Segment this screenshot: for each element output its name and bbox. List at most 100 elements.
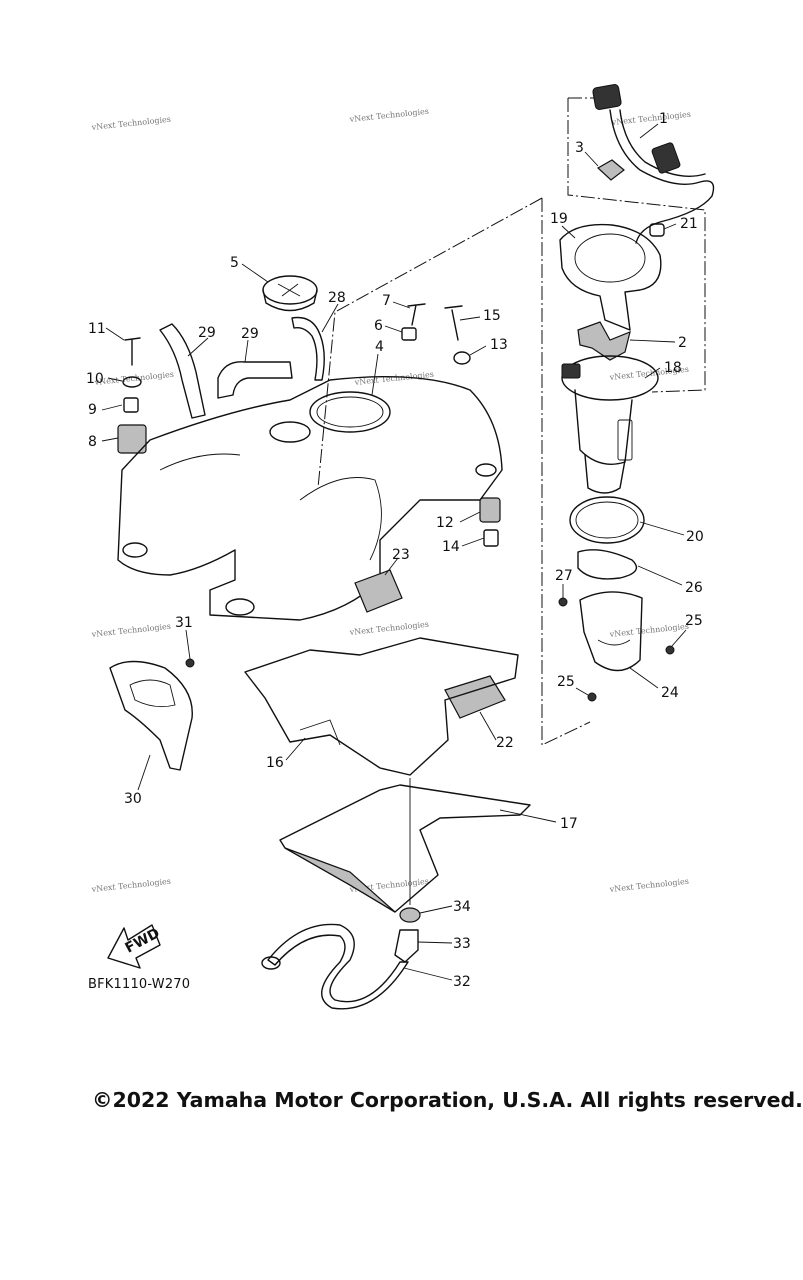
leader-22 — [479, 711, 497, 741]
leader-29a — [187, 337, 209, 357]
collar-9 — [123, 397, 139, 413]
fuel-tank-mount-right — [475, 463, 497, 477]
pump-lower — [584, 454, 626, 494]
leader-11 — [105, 327, 125, 341]
part-pump-bracket — [577, 321, 631, 361]
part-damper-23 — [354, 569, 403, 613]
leader-9 — [101, 404, 123, 411]
pump-frame-right — [541, 198, 591, 746]
part-fuel-pump — [561, 355, 659, 494]
fuel-tank-pump-opening — [309, 391, 391, 433]
leader-28 — [321, 303, 339, 333]
part-grommet-34 — [399, 907, 421, 923]
small-screws — [558, 597, 675, 702]
callout-29: 29 — [198, 325, 216, 341]
leader-31 — [185, 629, 191, 660]
bolt-15 — [444, 305, 463, 341]
leader-21 — [663, 223, 677, 230]
leader-23 — [384, 557, 399, 576]
leader-lines — [101, 123, 687, 981]
drain-hose-end — [261, 956, 281, 970]
fuel-tank-ridge-2 — [159, 453, 241, 471]
watermark: vNext Technologies — [93, 370, 174, 387]
callout-14: 14 — [442, 539, 460, 555]
callout-28: 28 — [328, 290, 346, 306]
fuel-cap-grip — [277, 283, 301, 297]
pump-plate-hole — [574, 233, 646, 283]
protector-plate-rib — [299, 719, 341, 746]
callout-34: 34 — [453, 899, 471, 915]
screw-25-lower — [587, 692, 597, 702]
part-pump-plate — [559, 223, 662, 331]
part-hose-28 — [291, 316, 325, 381]
part-clamp — [596, 159, 625, 181]
part-hose-29-left — [159, 323, 206, 419]
pump-plate-outline — [559, 223, 662, 331]
callout-23: 23 — [392, 547, 410, 563]
callout-19: 19 — [550, 211, 568, 227]
fwd-arrow-shape — [107, 924, 161, 969]
callout-25-lower: 25 — [557, 674, 575, 690]
pump-body — [574, 389, 633, 465]
leader-17 — [499, 809, 557, 823]
watermark: vNext Technologies — [90, 877, 171, 894]
fwd-arrow: FWD — [107, 924, 163, 969]
fuel-tank-outline — [117, 375, 503, 621]
hose-connector-top — [592, 84, 622, 110]
fuel-tank-pump-opening-inner — [316, 396, 384, 428]
leader-24 — [629, 667, 659, 689]
leader-32 — [403, 967, 453, 981]
bolts — [117, 303, 501, 547]
part-hose-29-center — [217, 361, 293, 399]
bolt-11 — [124, 337, 141, 366]
part-fuel-cap — [262, 275, 318, 312]
callout-20: 20 — [686, 529, 704, 545]
watermark: vNext Technologies — [348, 107, 429, 124]
pump-flange — [561, 355, 659, 401]
collar-6 — [401, 327, 417, 341]
callout-1: 1 — [659, 111, 668, 127]
copyright-notice: ©2022 Yamaha Motor Corporation, U.S.A. A… — [92, 1088, 803, 1112]
exploded-parts-diagram: vNext Technologies vNext Technologies vN… — [86, 84, 715, 1010]
callout-2: 2 — [678, 335, 687, 351]
fuel-hose-tube — [609, 109, 715, 244]
damper-12 — [479, 497, 501, 523]
fuel-tank-mount-front — [225, 598, 255, 616]
part-fuel-tank — [117, 375, 503, 621]
callout-27: 27 — [555, 568, 573, 584]
lower-cover-shade — [284, 847, 396, 913]
leader-25a — [671, 629, 687, 647]
part-lower-cover — [279, 784, 531, 913]
leader-10 — [107, 377, 123, 382]
callout-15: 15 — [483, 308, 501, 324]
callout-29-center: 29 — [241, 326, 259, 342]
collar-14 — [483, 529, 499, 547]
callout-10: 10 — [86, 371, 104, 387]
leader-16 — [285, 737, 306, 761]
callout-33: 33 — [453, 936, 471, 952]
washer-13 — [453, 351, 471, 365]
watermark: vNext Technologies — [90, 115, 171, 132]
seal-inner — [575, 501, 639, 539]
screw-27 — [558, 597, 568, 607]
leader-2 — [629, 339, 676, 343]
leader-20 — [639, 521, 685, 536]
seal-outer — [569, 496, 645, 544]
part-elbow-33 — [394, 929, 419, 963]
hose-connector-right — [651, 142, 681, 174]
part-pump-cap — [649, 223, 665, 237]
callout-30: 30 — [124, 791, 142, 807]
part-protector-plate — [244, 637, 519, 776]
leader-30 — [137, 754, 151, 791]
callout-numbers: 1 2 3 4 5 6 7 8 9 10 11 12 13 14 15 16 1… — [86, 111, 704, 990]
leader-5 — [241, 263, 269, 283]
leader-8 — [101, 437, 119, 442]
callout-21: 21 — [680, 216, 698, 232]
callout-22: 22 — [496, 735, 514, 751]
leader-15 — [459, 316, 481, 321]
part-band — [577, 549, 638, 580]
washer-10 — [122, 376, 142, 388]
bolt-7 — [407, 303, 426, 326]
callout-13: 13 — [490, 337, 508, 353]
leader-34 — [419, 905, 453, 914]
